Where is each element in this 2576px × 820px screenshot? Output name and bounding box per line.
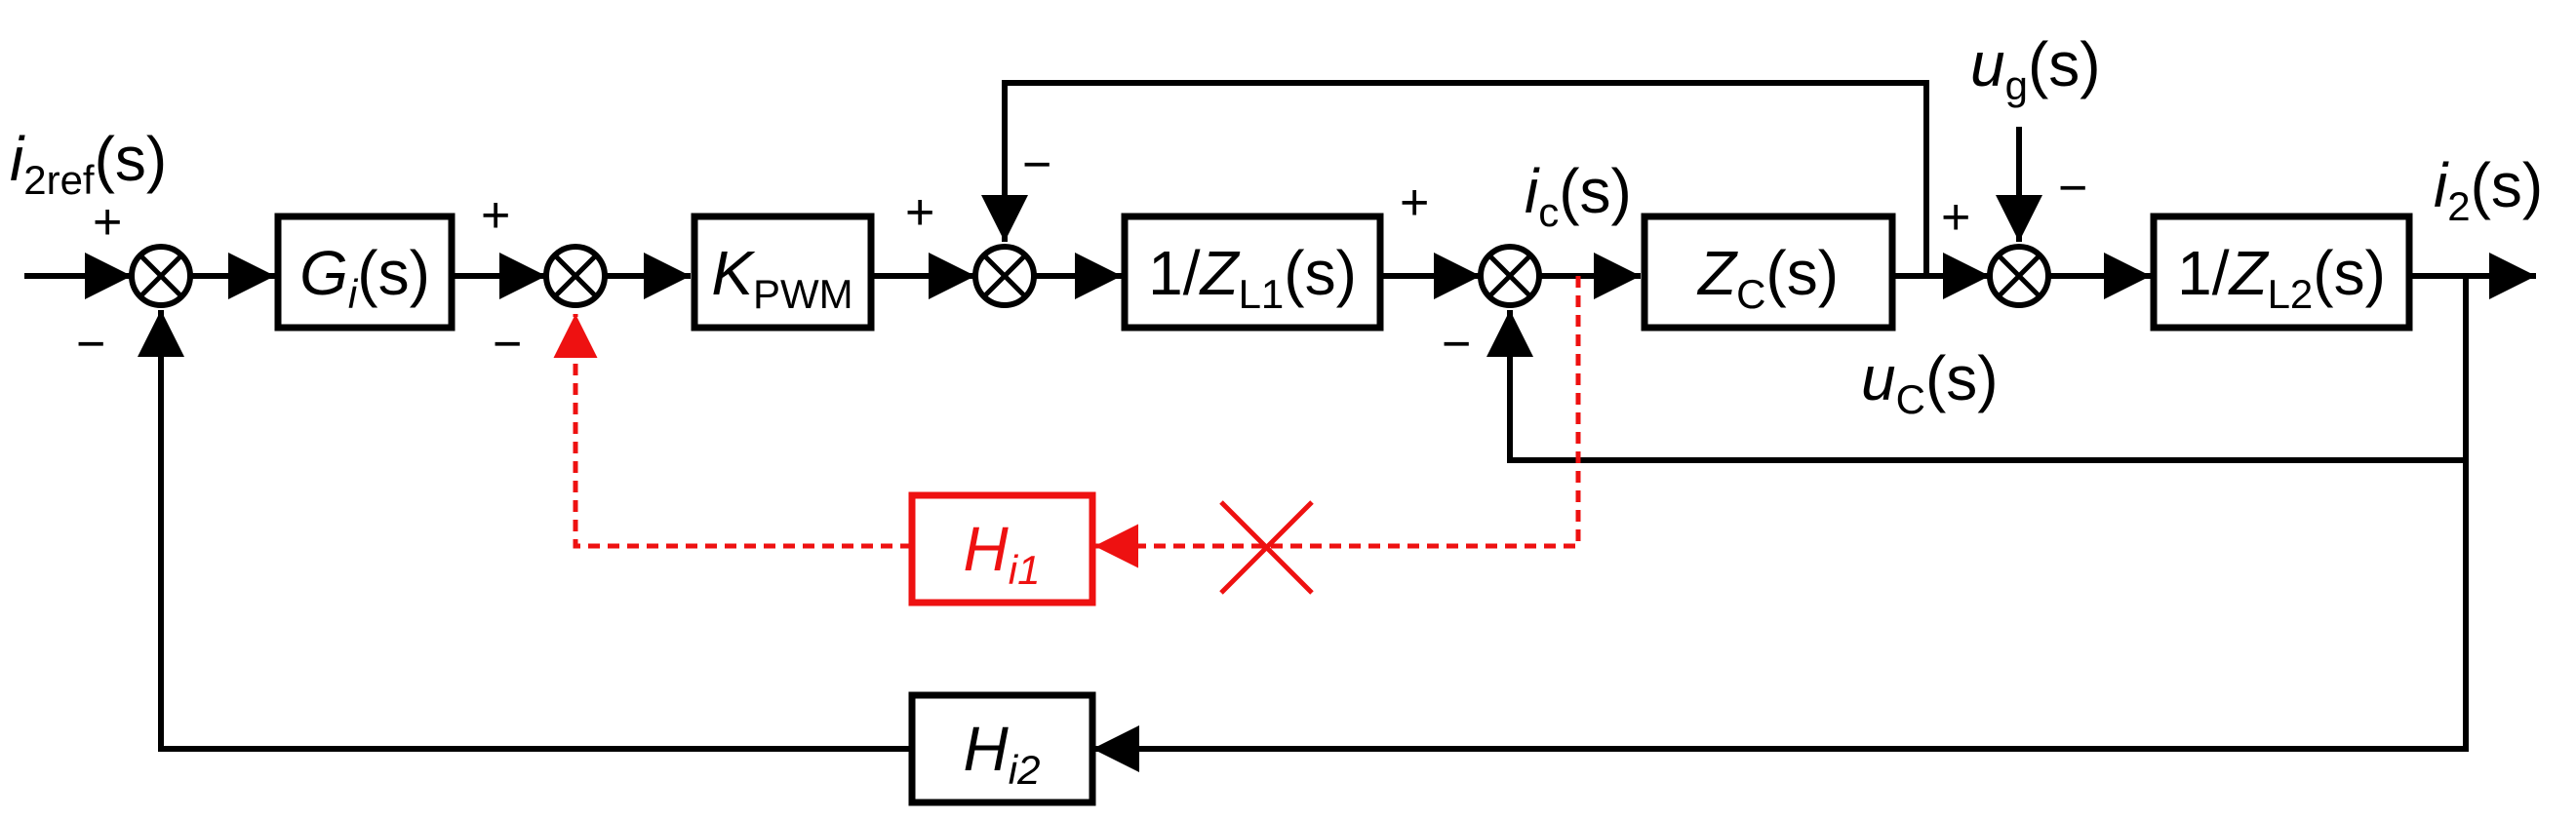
signal-ug-label: ug(s): [1970, 29, 2101, 108]
block-zl2-label: 1/ZL2(s): [2177, 238, 2386, 317]
block-hi2-label: Hi2: [964, 714, 1041, 793]
block-hi1: Hi1: [908, 491, 1096, 606]
uc-feedback-wire: [981, 80, 1929, 276]
sign-sum5-minus: −: [2058, 160, 2087, 216]
block-zc: ZC(s): [1641, 213, 1896, 332]
block-hi2: Hi2: [908, 691, 1096, 806]
sign-sum4-minus: −: [1442, 316, 1471, 372]
summing-junction-3: [972, 244, 1037, 308]
summing-junction-1: [129, 244, 193, 308]
block-zc-label: ZC(s): [1696, 238, 1839, 317]
sign-sum2-minus: −: [493, 316, 522, 372]
sign-sum5-plus: +: [1941, 189, 1970, 246]
hi2-output-wire: [138, 310, 912, 752]
sign-sum3-plus: +: [905, 184, 934, 241]
signal-ic-label: ic(s): [1525, 156, 1632, 235]
sign-sum1-minus: −: [76, 316, 105, 372]
feedback-wires: [138, 80, 2469, 772]
sign-sum1-plus: +: [93, 194, 122, 251]
i2-feedback-wire-to-hi2: [1092, 460, 2469, 772]
block-gi-label: Gi(s): [299, 238, 430, 317]
summing-junction-4: [1478, 244, 1542, 308]
block-kpwm-label: KPWM: [711, 238, 852, 317]
block-gi: Gi(s): [274, 213, 456, 332]
signal-uc-label: uC(s): [1861, 343, 1999, 422]
removed-ic-feedback: [553, 276, 1581, 595]
signal-i2-label: i2(s): [2434, 150, 2543, 229]
ic-feedback-wire-red: [1094, 276, 1581, 568]
block-zl1: 1/ZL1(s): [1121, 213, 1384, 332]
i2-feedback-wire-inner: [1486, 276, 2469, 463]
block-zl2: 1/ZL2(s): [2150, 213, 2413, 332]
summing-junction-5: [1987, 244, 2051, 308]
block-zl1-label: 1/ZL1(s): [1148, 238, 1357, 317]
hi1-output-wire-red: [553, 314, 912, 549]
summing-junction-2: [543, 244, 608, 308]
sign-sum3-minus: −: [1022, 137, 1051, 193]
signal-i2ref-label: i2ref(s): [10, 124, 167, 203]
sign-sum4-plus: +: [1400, 175, 1429, 231]
x-mark-icon: [1219, 500, 1314, 595]
sign-sum2-plus: +: [481, 187, 510, 244]
block-kpwm: KPWM: [691, 213, 875, 332]
block-hi1-label: Hi1: [964, 514, 1041, 593]
